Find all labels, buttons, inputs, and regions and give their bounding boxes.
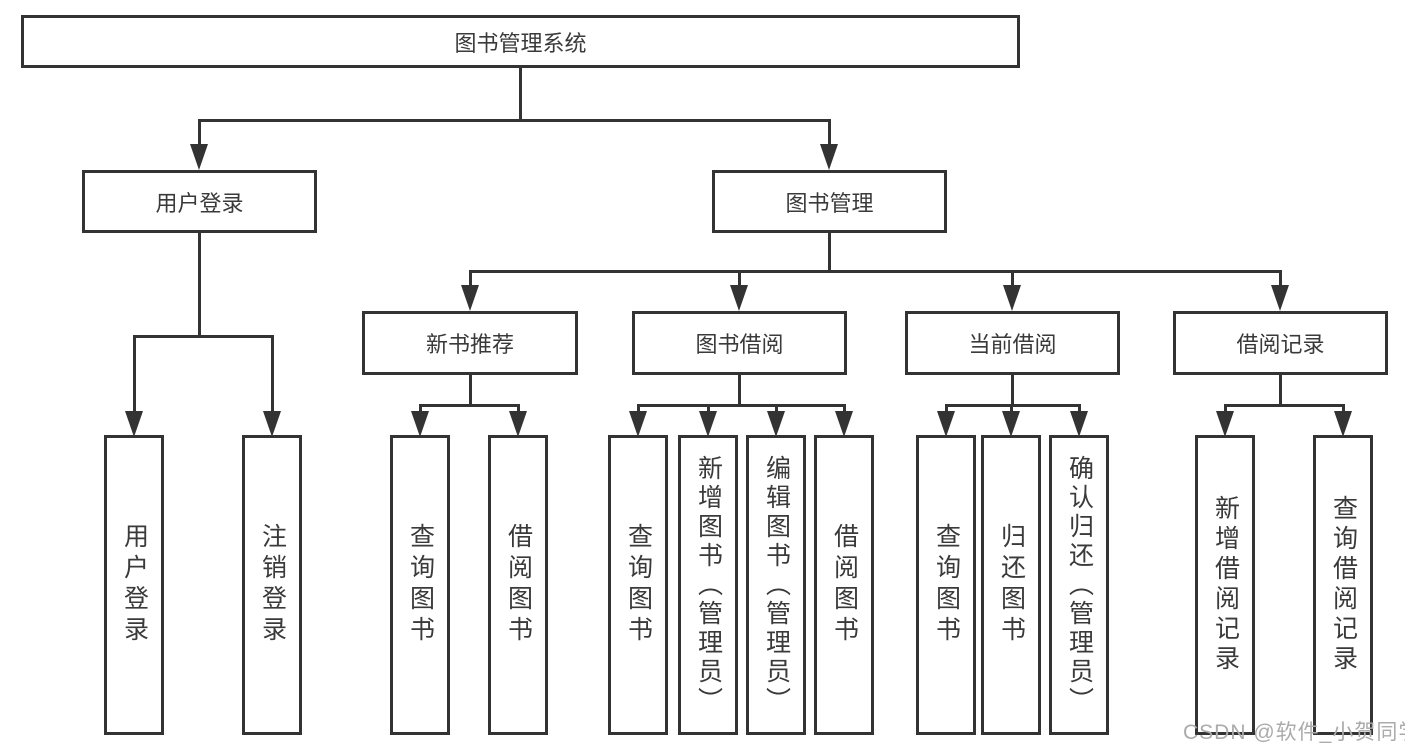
node-borrowing-records-label: 借阅记录 (1236, 332, 1325, 357)
leaf-add-borrow-record: 新增借阅记录 (1195, 435, 1255, 735)
leaf-return-books-label: 归还图书 (997, 523, 1026, 647)
node-current-borrowing: 当前借阅 (905, 311, 1120, 375)
connector-line (469, 270, 472, 288)
node-book-management-label: 图书管理 (785, 190, 874, 216)
leaf-borrow-books-recommend-label: 借阅图书 (504, 523, 533, 647)
node-root: 图书管理系统 (21, 15, 1020, 68)
leaf-borrow-books-label: 借阅图书 (830, 523, 859, 647)
connector-line (828, 233, 831, 273)
arrowhead-down-icon (767, 411, 785, 437)
arrowhead-down-icon (820, 144, 838, 170)
connector-line (1342, 404, 1345, 414)
arrowhead-down-icon (1002, 411, 1020, 437)
connector-line (469, 375, 472, 407)
leaf-return-books: 归还图书 (981, 435, 1041, 735)
node-book-borrowing-label: 图书借阅 (695, 332, 784, 357)
connector-line (1078, 404, 1081, 414)
connector-line (945, 404, 948, 414)
node-current-borrowing-label: 当前借阅 (968, 332, 1057, 357)
connector-line (843, 404, 846, 414)
connector-line (1279, 270, 1282, 288)
leaf-add-books-admin-label: 新增图书（管理员） (694, 454, 723, 716)
leaf-query-books-borrow: 查询图书 (608, 435, 668, 735)
leaf-query-books-current: 查询图书 (916, 435, 976, 735)
connector-line (738, 375, 741, 407)
connector-line (469, 270, 1282, 273)
connector-line (945, 404, 1081, 407)
connector-line (519, 68, 522, 122)
node-book-borrowing: 图书借阅 (632, 311, 847, 375)
connector-line (133, 335, 136, 415)
connector-line (198, 119, 201, 147)
connector-line (738, 270, 741, 288)
leaf-query-books-recommend-label: 查询图书 (406, 523, 435, 647)
arrowhead-down-icon (699, 411, 717, 437)
node-borrowing-records: 借阅记录 (1173, 311, 1388, 375)
arrowhead-down-icon (835, 411, 853, 437)
leaf-add-borrow-record-label: 新增借阅记录 (1211, 495, 1240, 675)
connector-line (1279, 375, 1282, 407)
arrowhead-down-icon (125, 411, 143, 437)
leaf-query-books-recommend: 查询图书 (390, 435, 450, 735)
leaf-query-borrow-record: 查询借阅记录 (1313, 435, 1373, 735)
connector-line (637, 404, 640, 414)
node-user-login-label: 用户登录 (155, 190, 244, 216)
leaf-user-login: 用户登录 (104, 435, 164, 735)
node-new-book-recommend-label: 新书推荐 (425, 332, 514, 357)
connector-line (1011, 375, 1014, 407)
connector-line (775, 404, 778, 414)
arrowhead-down-icon (1216, 411, 1234, 437)
connector-line (1010, 404, 1013, 414)
leaf-borrow-books: 借阅图书 (814, 435, 874, 735)
connector-line (828, 119, 831, 147)
arrowhead-down-icon (629, 411, 647, 437)
node-new-book-recommend: 新书推荐 (362, 311, 578, 375)
arrowhead-down-icon (1334, 411, 1352, 437)
connector-line (198, 119, 831, 122)
leaf-edit-books-admin-label: 编辑图书（管理员） (762, 454, 791, 716)
connector-line (637, 404, 846, 407)
connector-line (419, 404, 520, 407)
connector-line (419, 404, 422, 414)
arrowhead-down-icon (509, 411, 527, 437)
arrowhead-down-icon (190, 144, 208, 170)
leaf-query-borrow-record-label: 查询借阅记录 (1329, 495, 1358, 675)
leaf-borrow-books-recommend: 借阅图书 (488, 435, 548, 735)
connector-line (707, 404, 710, 414)
leaf-confirm-return-admin: 确认归还（管理员） (1049, 435, 1109, 735)
arrowhead-down-icon (1003, 285, 1021, 311)
connector-line (517, 404, 520, 414)
leaf-logout: 注销登录 (242, 435, 302, 735)
connector-line (1224, 404, 1227, 414)
arrowhead-down-icon (263, 411, 281, 437)
leaf-query-books-borrow-label: 查询图书 (624, 523, 653, 647)
arrowhead-down-icon (461, 285, 479, 311)
arrowhead-down-icon (937, 411, 955, 437)
leaf-query-books-current-label: 查询图书 (932, 523, 961, 647)
leaf-logout-label: 注销登录 (258, 523, 287, 647)
leaf-edit-books-admin: 编辑图书（管理员） (746, 435, 806, 735)
connector-line (271, 335, 274, 415)
node-root-label: 图书管理系统 (454, 30, 587, 56)
node-user-login: 用户登录 (82, 170, 317, 233)
leaf-confirm-return-admin-label: 确认归还（管理员） (1065, 454, 1094, 716)
arrowhead-down-icon (1271, 285, 1289, 311)
connector-line (198, 233, 201, 338)
arrowhead-down-icon (730, 285, 748, 311)
leaf-add-books-admin: 新增图书（管理员） (678, 435, 738, 735)
connector-line (133, 335, 274, 338)
leaf-user-login-label: 用户登录 (120, 523, 149, 647)
node-book-management: 图书管理 (712, 170, 947, 233)
connector-line (1224, 404, 1345, 407)
connector-line (1011, 270, 1014, 288)
arrowhead-down-icon (411, 411, 429, 437)
arrowhead-down-icon (1070, 411, 1088, 437)
